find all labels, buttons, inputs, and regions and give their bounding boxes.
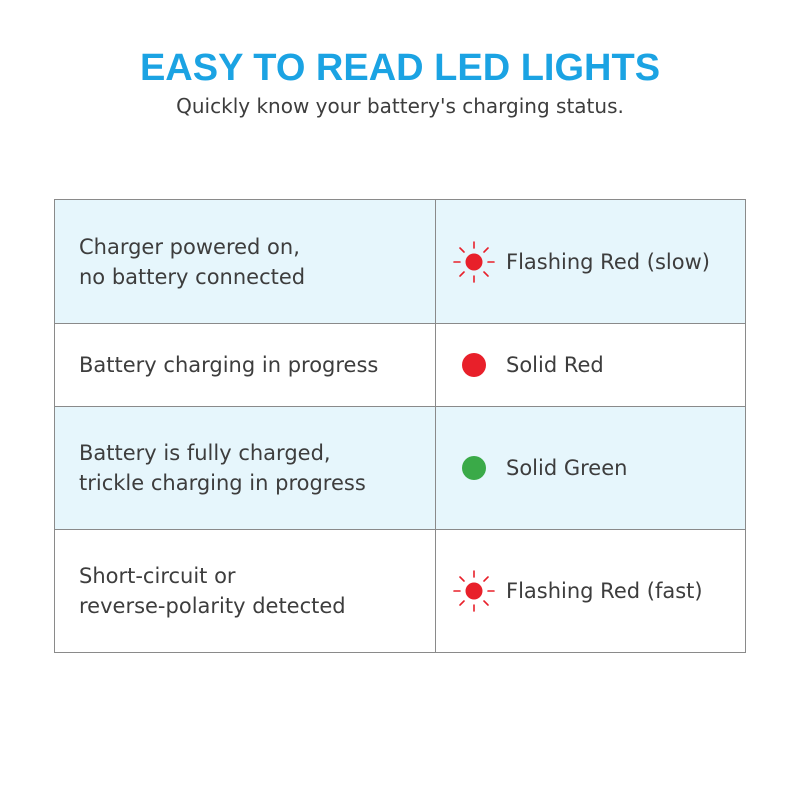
led-status-label: Flashing Red (fast) (506, 579, 703, 603)
led-indicator-cell: Flashing Red (slow) (436, 200, 745, 323)
description-line: reverse-polarity detected (79, 594, 346, 618)
description-line: trickle charging in progress (79, 471, 366, 495)
description-line: Battery is fully charged, (79, 441, 331, 465)
status-description: Battery is fully charged, trickle chargi… (55, 407, 436, 529)
page-title: EASY TO READ LED LIGHTS (139, 47, 661, 89)
led-status-label: Flashing Red (slow) (506, 249, 710, 274)
description-line: no battery connected (79, 264, 306, 289)
description-line: Charger powered on, (79, 234, 300, 259)
led-indicator-cell: Flashing Red (fast) (436, 530, 745, 652)
table-row: Battery is fully charged, trickle chargi… (55, 406, 745, 529)
led-status-label: Solid Green (506, 456, 628, 480)
description-line: Battery charging in progress (79, 353, 379, 377)
status-description: Battery charging in progress (55, 324, 436, 406)
table-row: Short-circuit or reverse-polarity detect… (55, 529, 745, 652)
status-description: Charger powered on, no battery connected (55, 200, 436, 323)
led-status-table: Charger powered on, no battery connected (54, 199, 746, 653)
led-indicator-cell: Solid Green (436, 407, 745, 529)
table-row: Battery charging in progress Solid Red (55, 323, 745, 406)
led-indicator-cell: Solid Red (436, 324, 745, 406)
solid-red-led-icon (452, 343, 496, 387)
flashing-red-led-icon (452, 569, 496, 613)
solid-green-led-icon (452, 446, 496, 490)
status-description: Short-circuit or reverse-polarity detect… (55, 530, 436, 652)
page-subtitle: Quickly know your battery's charging sta… (176, 94, 624, 118)
description-line: Short-circuit or (79, 564, 236, 588)
table-row: Charger powered on, no battery connected (55, 200, 745, 323)
led-status-label: Solid Red (506, 353, 604, 377)
flashing-red-led-icon (452, 240, 496, 284)
